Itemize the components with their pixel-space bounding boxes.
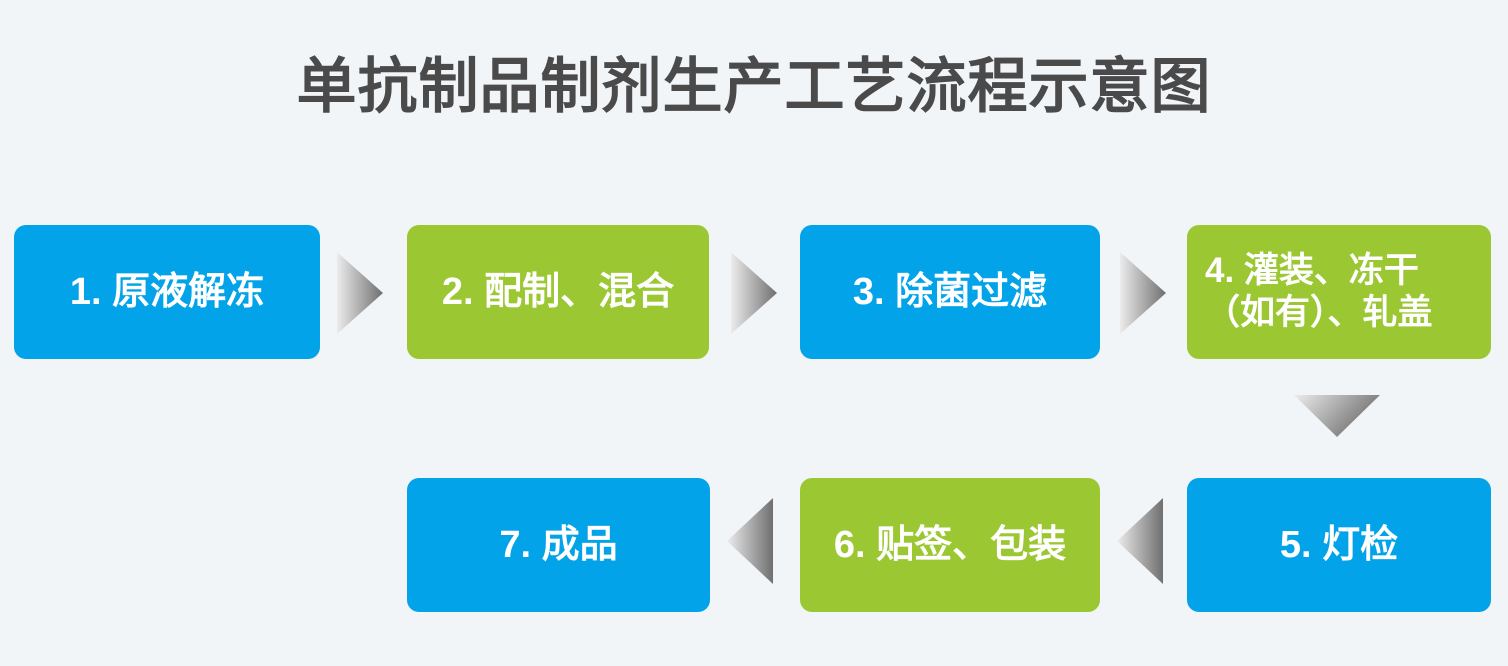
process-node-2-formulation-mixing[interactable]: 2. 配制、混合 [407, 225, 709, 359]
node-6-label: 6. 贴签、包装 [833, 523, 1067, 566]
process-node-1-raw-material-thawing[interactable]: 1. 原液解冻 [14, 225, 320, 359]
process-node-6-labeling-packaging[interactable]: 6. 贴签、包装 [800, 478, 1100, 612]
node-7-label: 7. 成品 [499, 523, 618, 566]
arrow-left-icon-step6-to-step7 [727, 498, 773, 584]
node-3-label: 3. 除菌过滤 [852, 270, 1048, 313]
arrow-right-icon-step1-to-step2 [337, 252, 383, 334]
arrow-down-icon-step4-to-step5 [1294, 395, 1380, 437]
process-node-5-visual-inspection[interactable]: 5. 灯检 [1187, 478, 1491, 612]
process-node-7-finished-product[interactable]: 7. 成品 [407, 478, 710, 612]
arrow-right-icon-step3-to-step4 [1120, 252, 1166, 334]
process-node-3-sterile-filtration[interactable]: 3. 除菌过滤 [800, 225, 1100, 359]
node-2-label: 2. 配制、混合 [441, 270, 675, 313]
arrow-right-icon-step2-to-step3 [731, 252, 777, 334]
arrow-left-icon-step5-to-step6 [1117, 498, 1163, 584]
page-title: 单抗制品制剂生产工艺流程示意图 [296, 53, 1212, 120]
node-1-label: 1. 原液解冻 [69, 270, 265, 313]
process-node-4-filling-lyophilization-capping[interactable]: 4. 灌装、冻干 （如有）、轧盖 [1187, 225, 1491, 359]
node-5-label: 5. 灯检 [1279, 523, 1399, 566]
node-4-label: 4. 灌装、冻干 （如有）、轧盖 [1205, 251, 1433, 332]
